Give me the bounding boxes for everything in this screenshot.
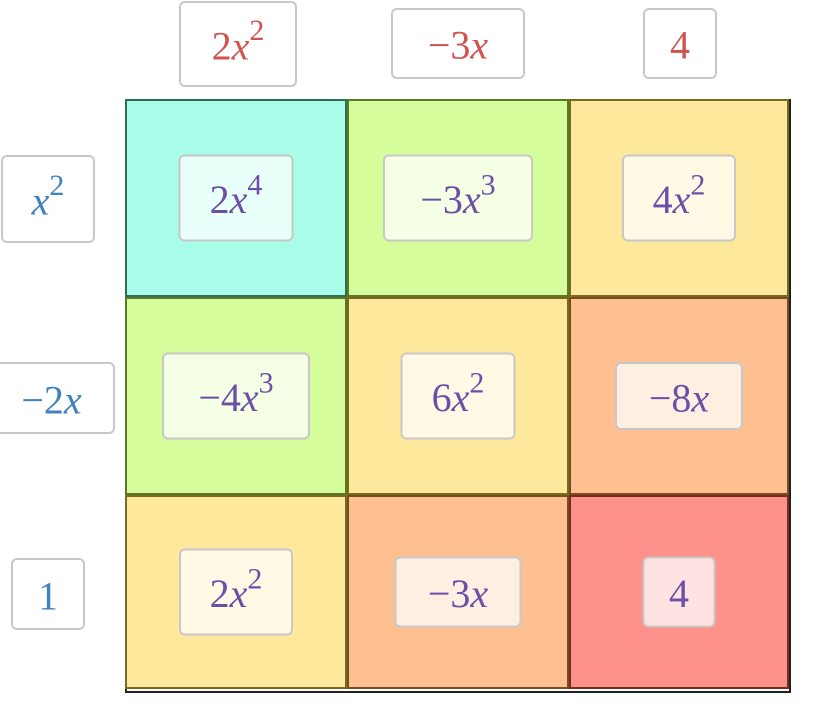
variable: x xyxy=(229,177,248,223)
row-factor-tile[interactable]: 1 xyxy=(11,558,85,630)
product-cell: 4 xyxy=(569,495,789,689)
term: 4 xyxy=(669,567,689,617)
product-cell: 4x2 xyxy=(569,99,789,297)
term: −3x3 xyxy=(420,168,495,223)
coefficient: 2 xyxy=(209,177,230,223)
column-factor-tile[interactable]: −3x xyxy=(391,8,525,79)
term: 4x2 xyxy=(652,168,706,223)
coefficient: −4 xyxy=(198,375,241,421)
coefficient: 1 xyxy=(38,573,58,619)
variable: x xyxy=(63,377,82,423)
exponent: 2 xyxy=(469,366,485,400)
coefficient: −3 xyxy=(427,571,471,617)
coefficient: 4 xyxy=(669,571,689,617)
row-factor-tile[interactable]: −2x xyxy=(0,362,115,434)
term: 2x2 xyxy=(211,14,265,69)
term: 1 xyxy=(38,569,58,619)
term: −3x xyxy=(428,18,488,68)
product-cell: −4x3 xyxy=(125,297,347,495)
variable: x xyxy=(691,375,710,421)
product-tile[interactable]: 2x4 xyxy=(178,154,294,242)
term: −2x xyxy=(21,373,81,423)
coefficient: 2 xyxy=(211,23,232,69)
term: 2x2 xyxy=(209,562,263,617)
exponent: 2 xyxy=(690,168,706,202)
variable: x xyxy=(229,571,248,617)
product-cell: 6x2 xyxy=(347,297,569,495)
variable: x xyxy=(231,23,250,69)
variable: x xyxy=(240,375,259,421)
term: −3x xyxy=(428,567,488,617)
column-factor-tile[interactable]: 4 xyxy=(643,8,717,79)
term: x2 xyxy=(31,169,65,224)
exponent: 2 xyxy=(247,562,263,596)
product-cell: 2x4 xyxy=(125,99,347,297)
row-factor-tile[interactable]: x2 xyxy=(1,155,95,243)
product-tile[interactable]: −8x xyxy=(615,362,743,430)
column-factor-tile[interactable]: 2x2 xyxy=(179,1,297,87)
product-cell: 2x2 xyxy=(125,495,347,689)
exponent: 3 xyxy=(258,366,274,400)
coefficient: 4 xyxy=(670,22,690,68)
variable: x xyxy=(470,571,489,617)
coefficient: 4 xyxy=(652,177,673,223)
coefficient: −3 xyxy=(420,177,463,223)
term: 6x2 xyxy=(431,366,485,421)
coefficient: −2 xyxy=(21,377,64,423)
product-tile[interactable]: −3x xyxy=(394,556,522,628)
product-tile[interactable]: −3x3 xyxy=(383,154,533,242)
term: 2x4 xyxy=(209,168,263,223)
variable: x xyxy=(31,178,50,224)
term: 4 xyxy=(670,18,690,68)
coefficient: 6 xyxy=(431,375,452,421)
exponent: 4 xyxy=(247,168,263,202)
coefficient: −3 xyxy=(427,22,471,68)
product-tile[interactable]: 4 xyxy=(642,556,716,628)
coefficient: 2 xyxy=(209,571,230,617)
product-cell: −3x3 xyxy=(347,99,569,297)
coefficient: −8 xyxy=(648,375,692,421)
exponent: 2 xyxy=(49,169,65,203)
product-tile[interactable]: −4x3 xyxy=(162,352,310,440)
term: −8x xyxy=(649,371,709,421)
product-tile[interactable]: 2x2 xyxy=(179,548,293,636)
product-cell: −8x xyxy=(569,297,789,495)
term: −4x3 xyxy=(198,366,273,421)
product-tile[interactable]: 4x2 xyxy=(622,154,736,242)
variable: x xyxy=(672,177,691,223)
exponent: 3 xyxy=(480,168,496,202)
variable: x xyxy=(451,375,470,421)
variable: x xyxy=(462,177,481,223)
exponent: 2 xyxy=(249,14,265,48)
product-tile[interactable]: 6x2 xyxy=(400,352,516,440)
product-cell: −3x xyxy=(347,495,569,689)
variable: x xyxy=(470,22,489,68)
